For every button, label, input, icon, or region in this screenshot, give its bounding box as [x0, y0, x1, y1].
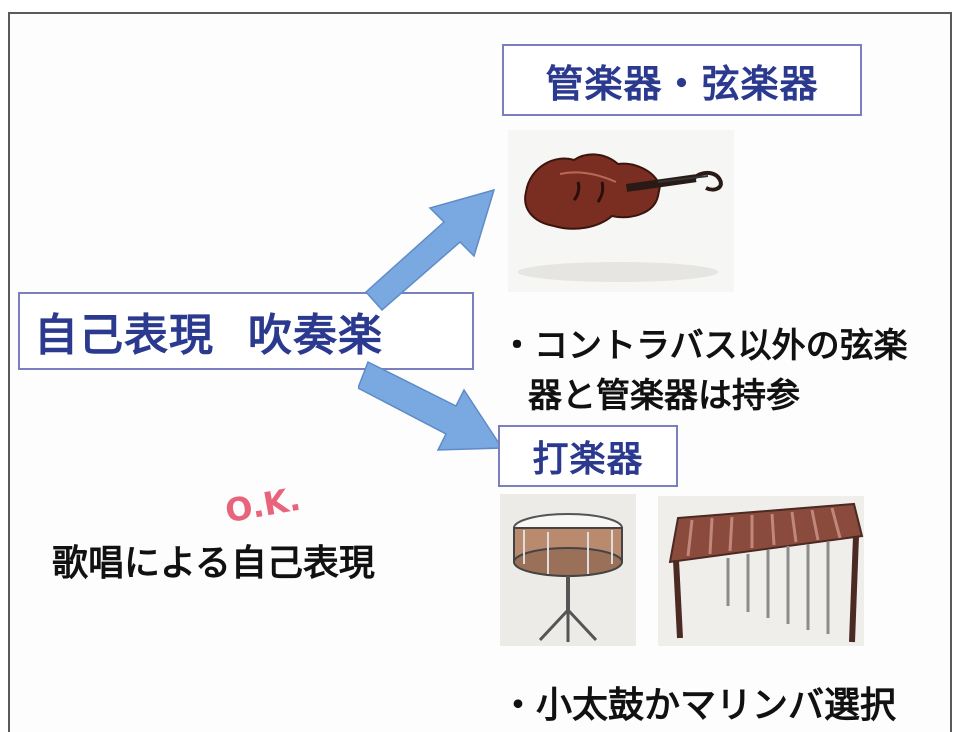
main-topic-part1: 自己表現 [34, 310, 214, 361]
snare-drum-photo [500, 494, 636, 646]
percussion-label: 打楽器 [498, 425, 678, 487]
arrow-to-wind-icon [364, 188, 496, 312]
wind-string-label: 管楽器・弦楽器 [502, 44, 862, 116]
main-topic-part2: 吹奏楽 [248, 310, 383, 361]
percussion-note: ・小太鼓かマリンバ選択 [500, 685, 897, 726]
arrow-to-percussion-icon [358, 360, 504, 451]
wind-string-note-line2: 器と管楽器は持参 [528, 376, 800, 416]
vocal-expression-text: 歌唱による自己表現 [52, 543, 375, 584]
wind-string-note-line1: ・コントラバス以外の弦楽 [500, 326, 908, 366]
main-topic-label: 自己表現 吹奏楽 [18, 292, 474, 370]
marimba-photo [658, 496, 864, 646]
contrabass-photo [508, 130, 734, 292]
